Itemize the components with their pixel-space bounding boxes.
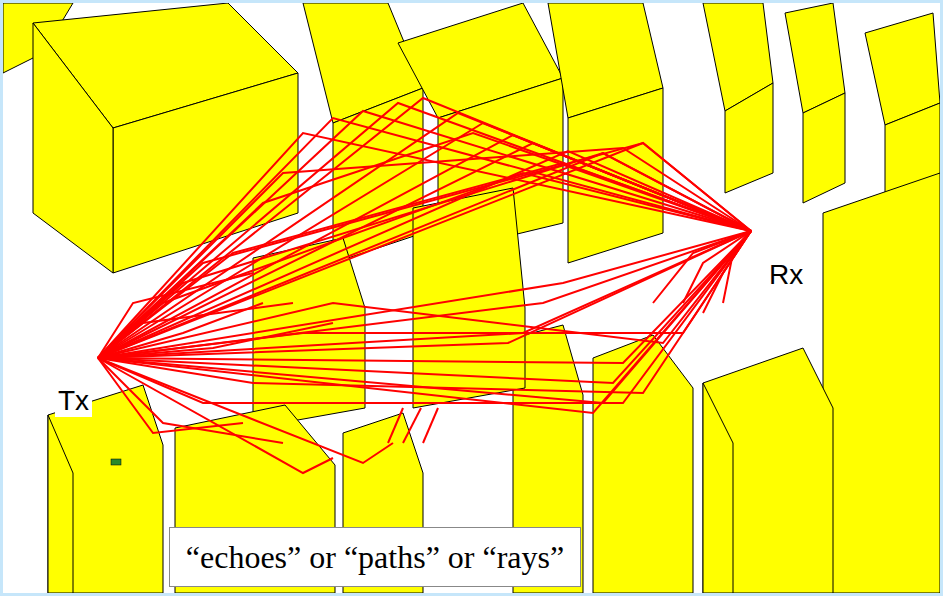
- scene-ground: Tx Rx “echoes” or “paths” or “rays”: [3, 3, 940, 593]
- antenna-label: Tx: [55, 385, 92, 417]
- ray-tracing-illustration: [3, 3, 940, 593]
- antenna-label: Rx: [766, 259, 806, 291]
- caption-box: “echoes” or “paths” or “rays”: [169, 527, 581, 587]
